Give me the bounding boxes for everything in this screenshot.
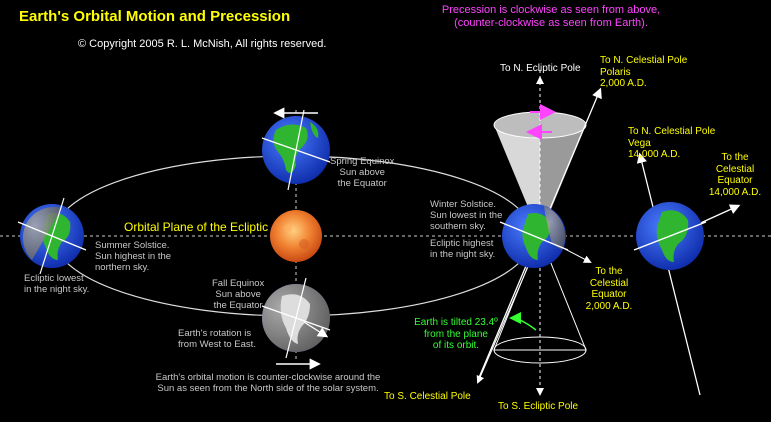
spring-equinox-label: Spring Equinox Sun above the Equator bbox=[330, 156, 395, 189]
s-celestial-arrow bbox=[476, 261, 531, 384]
ecliptic-highest-label: Ecliptic highest in the night sky. bbox=[430, 238, 496, 260]
vega-axis bbox=[636, 152, 701, 396]
winter-solstice-label: Winter Solstice. Sun lowest in the south… bbox=[430, 199, 503, 232]
summer-solstice-label: Summer Solstice. Sun highest in the nort… bbox=[95, 240, 172, 273]
celestial-equator-2000-label: To the Celestial Equator 2,000 A.D. bbox=[585, 266, 633, 312]
page-title: Earth's Orbital Motion and Precession bbox=[19, 8, 291, 25]
orbital-motion-label: Earth's orbital motion is counter-clockw… bbox=[155, 372, 381, 394]
s-celestial-pole-label: To S. Celestial Pole bbox=[384, 391, 471, 402]
fall-equinox-label: Fall Equinox Sun above the Equator bbox=[212, 278, 265, 311]
earth-globe-icon bbox=[261, 277, 331, 359]
precession-note: Precession is clockwise as seen from abo… bbox=[441, 4, 661, 29]
n-celestial-pole-polaris-label: To N. Celestial Pole Polaris 2,000 A.D. bbox=[600, 55, 688, 89]
earth-globe-icon bbox=[499, 204, 569, 268]
s-ecliptic-pole-label: To S. Ecliptic Pole bbox=[498, 401, 579, 412]
sun-icon bbox=[270, 210, 322, 262]
n-celestial-pole-vega-label: To N. Celestial Pole Vega 14,000 A.D. bbox=[628, 126, 716, 160]
earth-globe-icon bbox=[633, 202, 707, 270]
earth-tilt-label: Earth is tilted 23.4º from the plane of … bbox=[414, 317, 498, 351]
n-ecliptic-pole-label: To N. Ecliptic Pole bbox=[500, 63, 581, 74]
ecliptic-lowest-label: Ecliptic lowest in the night sky. bbox=[24, 273, 90, 295]
copyright-text: © Copyright 2005 R. L. McNish, All right… bbox=[78, 38, 327, 50]
celestial-equator-14000-label: To the Celestial Equator 14,000 A.D. bbox=[708, 152, 762, 198]
earth-globe-icon bbox=[17, 197, 87, 275]
orbital-plane-label: Orbital Plane of the Ecliptic bbox=[124, 220, 269, 234]
tilt-arc-arrow bbox=[509, 312, 537, 331]
earth-globe-icon bbox=[261, 109, 331, 191]
earth-rotation-label: Earth's rotation is from West to East. bbox=[178, 328, 256, 350]
